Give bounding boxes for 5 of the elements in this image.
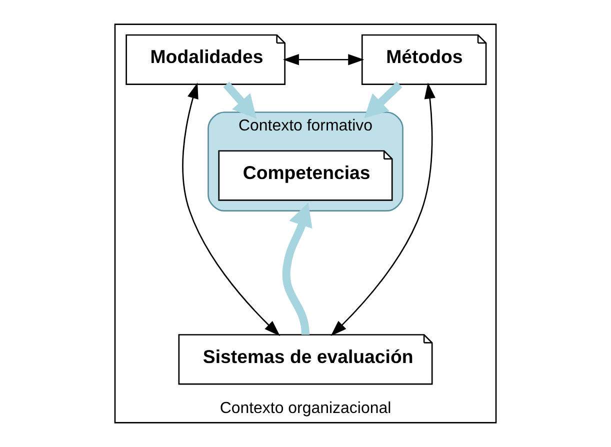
arrow <box>223 82 257 119</box>
arrow <box>330 82 436 336</box>
arrow <box>282 54 364 66</box>
arrow <box>182 82 280 336</box>
arrow <box>282 202 312 335</box>
